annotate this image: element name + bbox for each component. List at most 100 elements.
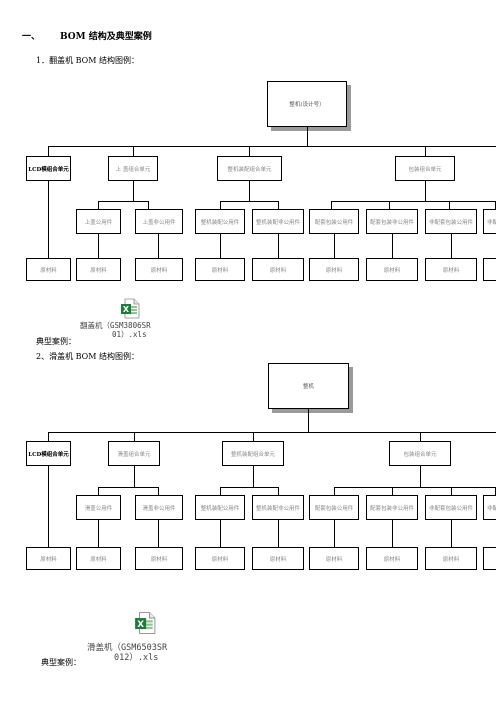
s1-connector [278, 234, 279, 258]
excel-file-icon[interactable]: X [120, 298, 140, 319]
s2-part-node: 整机装配非公用件 [252, 495, 304, 520]
s2-raw-node [483, 547, 496, 570]
s1-raw-node: 原材料 [366, 258, 418, 281]
s1-attachment-name-line1: 翻盖机（GSM3806SR [80, 321, 151, 330]
s2-connector [334, 487, 335, 495]
s1-connector [425, 181, 426, 201]
excel-file-icon[interactable]: X [134, 611, 156, 635]
s1-connector [451, 234, 452, 258]
s1-connector [331, 201, 332, 209]
s2-connector [98, 487, 99, 495]
s2-part-node: 配套包装非公用件 [366, 495, 418, 520]
s2-raw-node: 原材料 [76, 547, 121, 570]
section1-title: 1．翻盖机 BOM 结构图例： [36, 56, 139, 65]
s2-raw-node: 原材料 [195, 547, 245, 570]
s1-raw-node: 原材料 [252, 258, 304, 281]
s2-connector [48, 432, 49, 441]
s1-part-node: 上盖非公用件 [135, 209, 183, 234]
s1-mid-node: 上 盖组合单元 [108, 156, 158, 181]
s2-connector [220, 487, 221, 495]
heading-number: 一、 [22, 32, 41, 42]
s2-connector [158, 520, 159, 547]
svg-text:X: X [137, 620, 144, 630]
s2-raw-node: 原材料 [366, 547, 418, 570]
s1-connector [249, 146, 250, 156]
s2-raw-node: 原材料 [309, 547, 359, 570]
s1-part-node: 非配 [483, 209, 496, 234]
s1-connector [98, 201, 99, 209]
s1-connector [158, 234, 159, 258]
s1-raw-node: 原材料 [195, 258, 245, 281]
s2-connector [392, 520, 393, 547]
s1-attachment-name-line2: 01）.xls [112, 330, 147, 339]
s1-connector [334, 234, 335, 258]
s2-part-node: 非配套包装公用件 [425, 495, 477, 520]
section-heading: 一、 BOM 结构及典型案例 [22, 29, 152, 42]
s2-connector [134, 432, 135, 441]
s2-connector [158, 487, 159, 495]
s1-mid-node: LCD模组合单元 [26, 156, 71, 181]
s1-connector [449, 201, 450, 209]
s1-raw-node: 原材料 [76, 258, 121, 281]
s1-raw-node: 原材料 [309, 258, 359, 281]
s1-mid-node: 包装组合单元 [395, 156, 455, 181]
s2-connector [134, 466, 135, 487]
s2-attachment-name-line1: 滑盖机（GSM6503SR [87, 643, 168, 653]
s2-connector [98, 520, 99, 547]
s2-connector [253, 466, 254, 487]
s2-connector [48, 466, 49, 547]
s2-connector [451, 487, 452, 495]
s1-raw-node: 原材料 [135, 258, 183, 281]
s1-connector [98, 234, 99, 258]
s2-part-node: 整机装配公用件 [195, 495, 245, 520]
s2-connector [48, 432, 496, 433]
s1-connector [425, 146, 426, 156]
s2-part-node: 配套包装公用件 [309, 495, 359, 520]
s1-raw-node [483, 258, 496, 281]
s2-raw-node: 原材料 [135, 547, 183, 570]
s2-mid-node: 包装组合单元 [389, 441, 451, 466]
s1-connector [48, 146, 49, 156]
s1-part-node: 整机装配公用件 [195, 209, 245, 234]
s2-connector [278, 520, 279, 547]
s1-connector [133, 181, 134, 201]
s2-part-node: 滑盖非公用件 [135, 495, 183, 520]
s1-connector [220, 234, 221, 258]
s2-connector [334, 520, 335, 547]
s1-part-node: 配套包装公用件 [309, 209, 359, 234]
s1-mid-node: 整机装配组合单元 [217, 156, 282, 181]
s1-connector [98, 201, 148, 202]
s1-top-node: 整机(设计号） [267, 81, 347, 127]
s1-part-node: 非配套包装公用件 [425, 209, 477, 234]
section2-title: 2、滑盖机 BOM 结构图例： [36, 352, 139, 361]
s1-connector [331, 201, 496, 202]
s2-attachment-name-line2: 012）.xls [114, 653, 159, 663]
s2-raw-node: 原材料 [26, 547, 71, 570]
s1-case-label: 典型案例： [36, 337, 76, 346]
s2-mid-node: 整机装配组合单元 [222, 441, 284, 466]
s2-connector [334, 487, 496, 488]
s1-connector [220, 201, 221, 209]
s2-connector [392, 487, 393, 495]
heading-title: BOM 结构及典型案例 [60, 32, 152, 42]
s2-mid-node: 滑盖组合单元 [108, 441, 160, 466]
s1-connector [48, 146, 496, 147]
s2-part-node: 非配套 [483, 495, 496, 520]
s2-connector [278, 487, 279, 495]
s2-raw-node: 原材料 [252, 547, 304, 570]
s1-connector [48, 181, 49, 258]
s1-connector [133, 146, 134, 156]
s2-connector [220, 520, 221, 547]
s1-connector [307, 127, 308, 146]
s1-connector [220, 201, 278, 202]
s2-connector [420, 466, 421, 487]
s2-mid-node: LCD模组合单元 [26, 441, 71, 466]
svg-text:X: X [123, 305, 130, 314]
s1-connector [389, 201, 390, 209]
s2-connector [98, 487, 158, 488]
s1-connector [148, 201, 149, 209]
s1-raw-node: 原材料 [26, 258, 71, 281]
s2-part-node: 滑盖公用件 [76, 495, 121, 520]
s1-part-node: 整机装配非公用件 [252, 209, 304, 234]
s2-connector [420, 432, 421, 441]
